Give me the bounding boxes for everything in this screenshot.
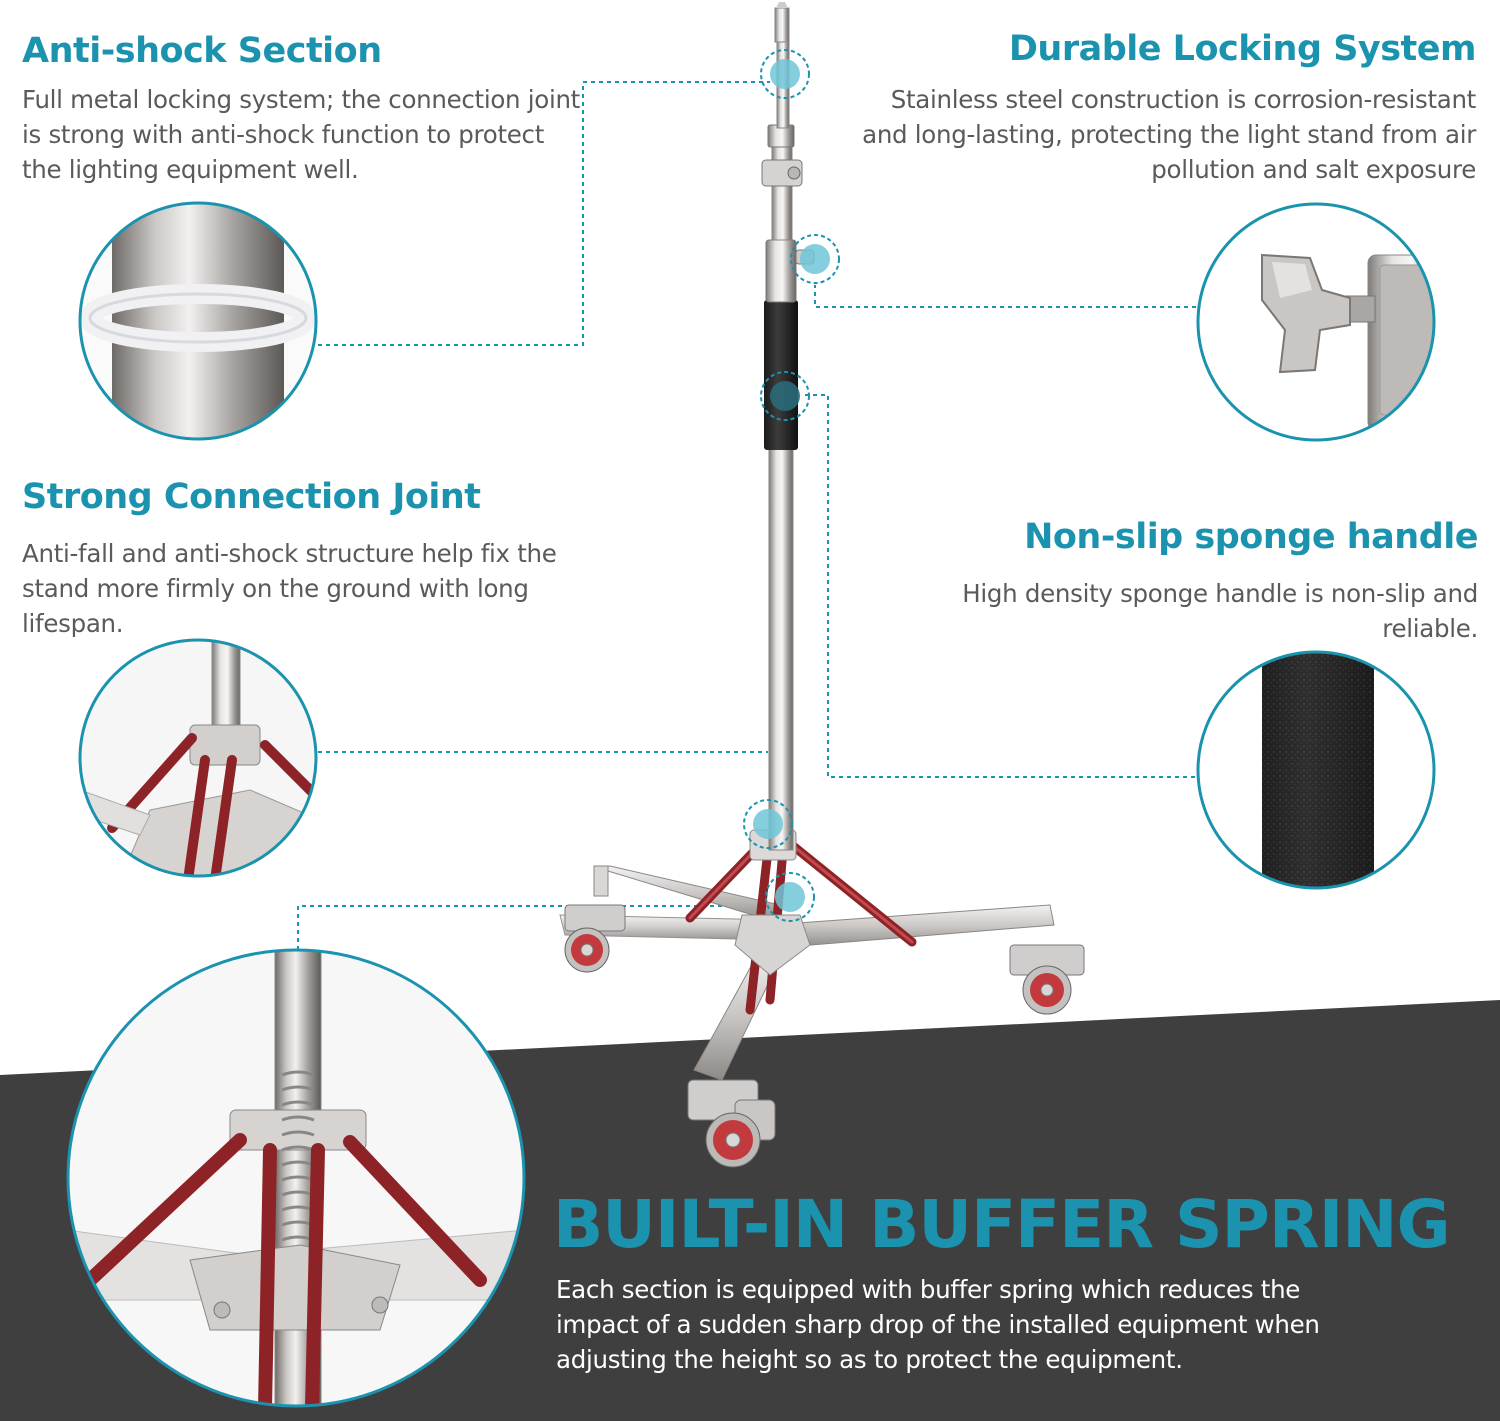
- connection-joint-description: Anti-fall and anti-shock structure help …: [22, 539, 557, 638]
- buffer-spring-title: BUILT-IN BUFFER SPRING: [553, 1186, 1451, 1263]
- detail-zoom-circle: [78, 201, 318, 441]
- sponge-handle-title: Non-slip sponge handle: [1024, 517, 1478, 557]
- stand-column: [761, 2, 815, 851]
- caster-wheels: [564, 904, 1085, 1168]
- connection-joint-title: Strong Connection Joint: [22, 477, 481, 517]
- callout-lines: [297, 81, 1196, 950]
- detail-zoom-circle: [1196, 202, 1436, 442]
- locking-system-description: Stainless steel construction is corrosio…: [862, 85, 1476, 184]
- buffer-spring-description: Each section is equipped with buffer spr…: [556, 1275, 1320, 1374]
- detail-zoom-circle: [66, 948, 526, 1408]
- detail-zoom-circle: [78, 638, 318, 878]
- sponge-handle-description: High density sponge handle is non-slip a…: [962, 579, 1478, 643]
- callout-dot-icon: [743, 49, 840, 922]
- stand-base: [559, 865, 1055, 1081]
- locking-system-title: Durable Locking System: [1008, 29, 1477, 69]
- anti-shock-description: Full metal locking system; the connectio…: [22, 85, 580, 184]
- detail-zoom-circle: [1196, 650, 1436, 890]
- anti-shock-title: Anti-shock Section: [22, 31, 382, 71]
